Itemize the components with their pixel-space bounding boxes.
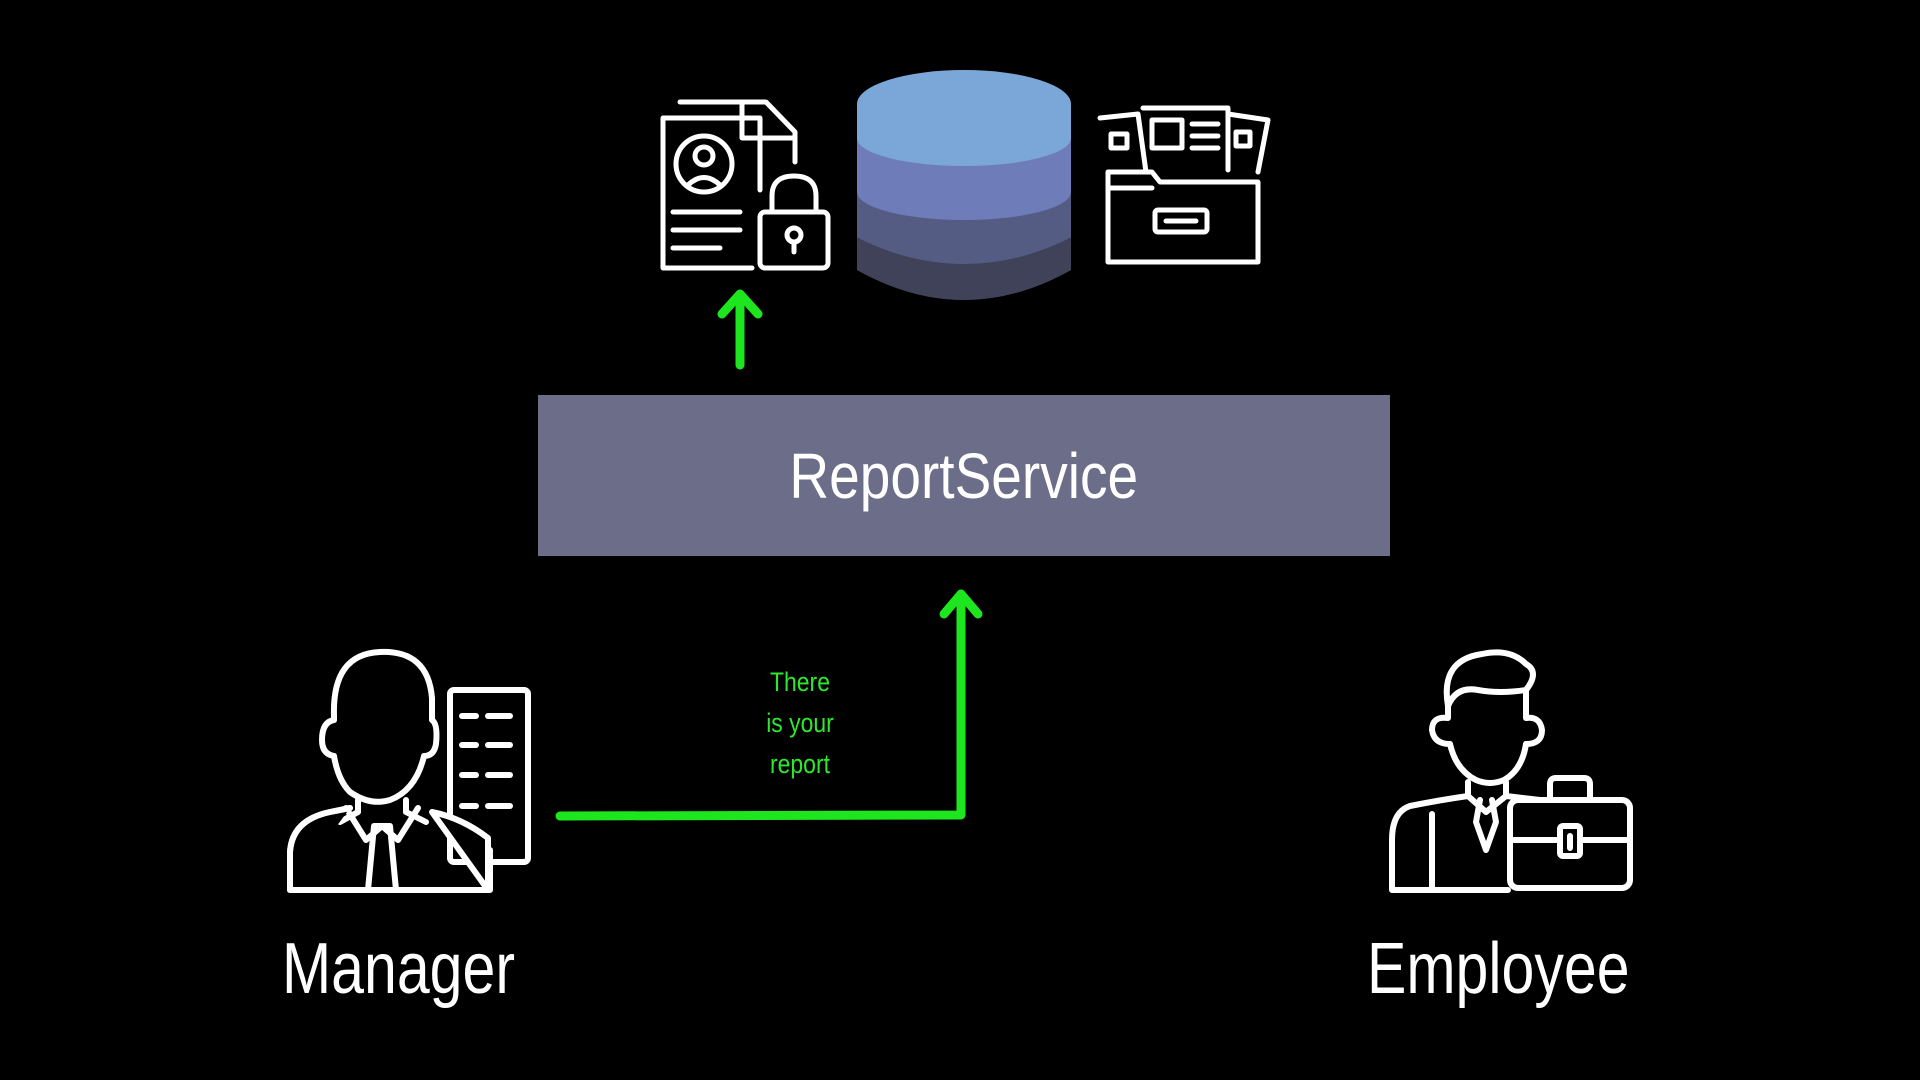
manager-label: Manager	[282, 929, 516, 1009]
manager-icon	[287, 648, 531, 893]
report-service-label: ReportService	[789, 439, 1139, 512]
employee-label: Employee	[1367, 929, 1630, 1009]
file-archive-icon	[1097, 105, 1271, 265]
secure-profile-document-icon	[660, 99, 831, 271]
flow-note-line-3: report	[770, 749, 830, 779]
arrow-to-data	[717, 289, 763, 370]
flow-note: There is your report	[749, 662, 851, 785]
employee-icon	[1389, 649, 1633, 893]
database-icon	[856, 70, 1072, 300]
report-service-box: ReportService	[538, 395, 1390, 556]
flow-note-line-2: is your	[766, 708, 834, 738]
flow-note-line-1: There	[770, 667, 830, 697]
arrow-manager-to-service	[555, 589, 983, 821]
